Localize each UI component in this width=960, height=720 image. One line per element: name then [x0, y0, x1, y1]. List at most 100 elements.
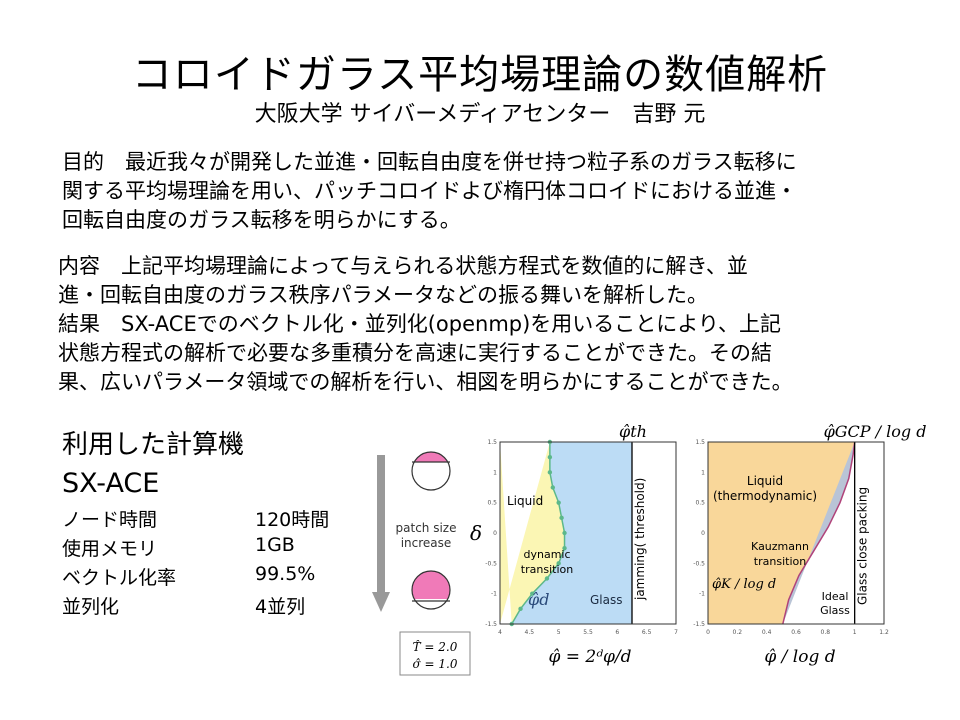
x-tick-label: 4.5 [525, 629, 535, 636]
x-axis-label: φ̂ = 2ᵈφ/d [548, 647, 631, 667]
liquid-region [708, 442, 855, 624]
y-tick-label: 1 [701, 469, 705, 476]
machine-name: SX-ACE [62, 468, 160, 499]
glass-region [782, 442, 855, 624]
y-tick-label: 1 [493, 469, 497, 476]
glass-label: Glass [820, 604, 850, 617]
x-tick-label: 6.5 [642, 629, 652, 636]
x-tick-label: 0.8 [821, 629, 831, 636]
y-tick-label: 1.5 [487, 439, 497, 446]
chart-kauzmann: 0 0.2 0.4 0.6 0.8 1 1.2 1.5 1 0.5 0 -0.5 -1 -1.5 Liqui… [693, 439, 889, 636]
liquid-label: Liquid [507, 494, 543, 508]
chart-title: φ̂th [619, 422, 647, 441]
spec-label: 並列化 [62, 596, 120, 618]
text-line: 進・回転自由度のガラス秩序パラメータなどの振る舞いを解析した。 [58, 283, 708, 307]
spec-row: ベクトル化率 99.5% [62, 563, 315, 590]
spec-value: 4並列 [255, 596, 306, 618]
spec-label: ベクトル化率 [62, 567, 177, 589]
jamming-label: jamming( threshold) [633, 478, 647, 601]
glass-region [511, 442, 632, 624]
param-text: T̂ = 2.0 [413, 639, 458, 654]
data-point [556, 561, 561, 566]
spec-label: 使用メモリ [62, 538, 158, 560]
arrow-label: increase [401, 536, 452, 550]
spec-value: 99.5% [255, 563, 316, 585]
x-tick-label: 7 [674, 629, 678, 636]
slide-title: コロイドガラス平均場理論の数値解析 [131, 52, 829, 98]
x-tick-label: 6 [615, 629, 619, 636]
y-tick-label: -1 [491, 591, 497, 598]
slide-subtitle: 大阪大学 サイバーメディアセンター 吉野 元 [254, 102, 706, 127]
x-tick-label: 0.2 [733, 629, 743, 636]
x-tick-label: 1 [853, 629, 857, 636]
arrow-label: patch size [396, 521, 457, 535]
data-point [518, 606, 523, 612]
computer-heading: 利用した計算機 [62, 430, 245, 460]
liquid-region [500, 442, 565, 624]
data-point [544, 576, 550, 581]
chart-title: φ̂GCP / log d [824, 422, 927, 441]
patch-large-icon [411, 570, 451, 610]
x-tick-label: 0 [706, 629, 710, 636]
param-text: σ̂ = 1.0 [413, 657, 458, 671]
plot-frame [499, 441, 677, 625]
spec-value: 120時間 [255, 509, 330, 531]
y-tick-label: 0 [701, 530, 705, 537]
down-arrow-icon [372, 455, 390, 612]
transition-label: dynamic [523, 548, 570, 561]
data-point [556, 500, 561, 505]
x-tick-label: 5 [557, 629, 561, 636]
gcp-label: Glass close packing [856, 487, 870, 605]
transition-line [782, 441, 856, 625]
text-line: 関する平均場理論を用い、パッチコロイドよび楕円体コロイドにおける並進・ [62, 179, 797, 203]
patch-small-icon [411, 451, 451, 491]
data-point [562, 545, 567, 551]
purpose-paragraph: 目的 最近我々が開発した並進・回転自由度を併せ持つ粒子系のガラス転移に 関する平… [62, 148, 797, 235]
y-tick-label: -0.5 [693, 560, 705, 567]
x-axis-label: φ̂ / log d [764, 647, 835, 667]
text-line: 結果 SX-ACEでのベクトル化・並列化(openmp)を用いることにより、上記 [58, 312, 782, 336]
transition-label: Kauzmann [751, 540, 809, 553]
liquid-label: Liquid [747, 474, 783, 488]
glass-label: Glass [590, 593, 623, 607]
spec-row: ノード時間 120時間 [62, 505, 329, 532]
x-tick-label: 5.5 [583, 629, 593, 636]
chart-dynamic: 4 4.5 5 5.5 6 6.5 7 1.5 1 0.5 0 -0.5 -1 -1.5 Liquid dyn… [485, 439, 678, 636]
boundary-label: φ̂K / log d [712, 577, 776, 592]
spec-label: ノード時間 [62, 509, 158, 531]
y-tick-label: -1.5 [485, 621, 497, 628]
x-tick-label: 4 [498, 629, 502, 636]
y-tick-label: -1.5 [693, 621, 705, 628]
y-axis-label: δ [470, 521, 482, 545]
transition-label: transition [521, 563, 573, 576]
y-tick-label: 1.5 [695, 439, 705, 446]
y-tick-label: 0.5 [695, 500, 705, 507]
y-tick-label: 0.5 [487, 500, 497, 507]
content-paragraph: 内容 上記平均場理論によって与えられる状態方程式を数値的に解き、並 進・回転自由… [58, 252, 793, 397]
data-point [550, 485, 555, 490]
glass-label: Ideal [822, 590, 849, 603]
x-tick-label: 1.2 [879, 629, 889, 636]
spec-row: 使用メモリ 1GB [62, 534, 295, 561]
text-line: 内容 上記平均場理論によって与えられる状態方程式を数値的に解き、並 [58, 254, 748, 278]
y-tick-label: -0.5 [485, 560, 497, 567]
data-point [530, 591, 535, 596]
text-line: 状態方程式の解析で必要な多重積分を高速に実行することができた。その結 [58, 341, 772, 365]
spec-row: 並列化 4並列 [62, 592, 305, 619]
transition-label: transition [754, 555, 806, 568]
y-tick-label: 0 [493, 530, 497, 537]
boundary-label: φ̂d [528, 590, 549, 609]
plot-frame [707, 441, 885, 625]
data-point [547, 470, 553, 475]
text-line: 回転自由度のガラス転移を明らかにする。 [62, 208, 461, 232]
params-box [399, 631, 471, 676]
text-line: 目的 最近我々が開発した並進・回転自由度を併せ持つ粒子系のガラス転移に [62, 150, 797, 174]
data-point [559, 515, 564, 521]
liquid-label: (thermodynamic) [713, 489, 817, 503]
x-tick-label: 0.6 [791, 629, 801, 636]
data-point [547, 454, 553, 460]
y-tick-label: -1 [699, 591, 705, 598]
spec-value: 1GB [255, 534, 295, 556]
x-tick-label: 0.4 [762, 629, 772, 636]
